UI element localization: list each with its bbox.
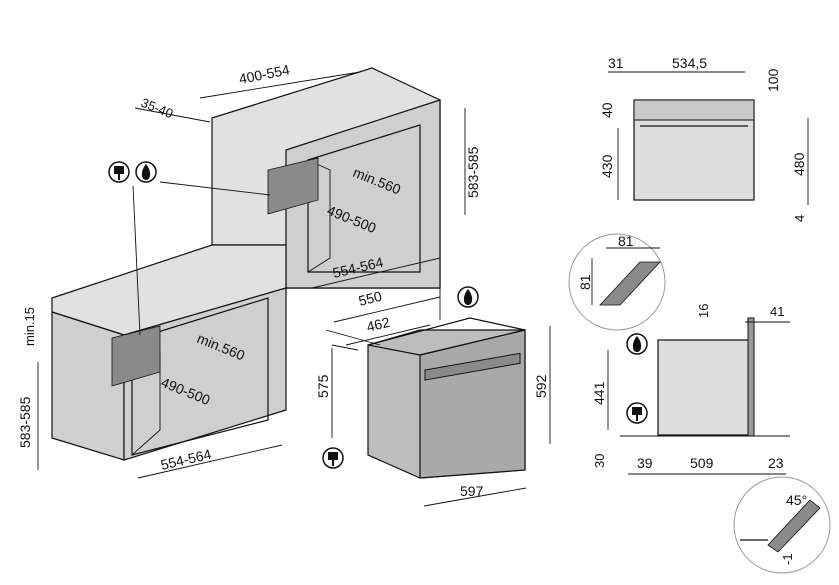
dim-side-441: 441 — [591, 381, 607, 405]
front-view: 31 534,5 100 40 430 480 4 — [599, 55, 809, 222]
dim-detail-side: 81 — [577, 274, 593, 290]
dim-front-width: 534,5 — [672, 55, 707, 71]
dim-oven-height: 592 — [533, 374, 549, 398]
dim-oven-inner-depth: 462 — [365, 314, 392, 335]
dim-top-side: 35-40 — [139, 95, 175, 121]
dim-minus-1: -1 — [780, 553, 795, 565]
flame-icon — [135, 161, 157, 183]
plug-icon-side — [626, 402, 648, 424]
dim-side-30: 30 — [592, 454, 607, 468]
dim-side-41: 41 — [770, 304, 784, 319]
dim-front-430: 430 — [599, 154, 615, 178]
dim-oven-depth: 550 — [357, 288, 384, 309]
dim-front-left: 31 — [608, 55, 624, 71]
dim-worktop-min: min.15 — [22, 307, 37, 346]
side-view: 16 41 441 30 39 509 23 — [591, 304, 790, 475]
dim-side-509: 509 — [690, 455, 714, 471]
dim-front-40: 40 — [599, 102, 615, 118]
flame-icon-side — [626, 333, 648, 355]
dim-side-39: 39 — [637, 455, 653, 471]
oven-drawing: 550 462 575 592 597 — [315, 286, 551, 507]
dim-side-23: 23 — [768, 455, 784, 471]
dim-detail-top: 81 — [618, 233, 634, 249]
dim-oven-width: 597 — [460, 483, 484, 499]
dim-top-depth: 400-554 — [238, 61, 292, 87]
dim-lower-niche-outer: 554-564 — [159, 446, 213, 473]
cabinet-drawing: 400-554 35-40 583-585 min.560 490-500 55… — [17, 61, 481, 479]
detail-circle-81: 81 81 — [568, 233, 666, 331]
dim-lower-height: 583-585 — [17, 396, 33, 448]
flame-icon-oven — [457, 286, 479, 308]
dim-front-top: 100 — [765, 68, 781, 92]
plug-icon-oven — [322, 447, 344, 469]
dim-side-16: 16 — [696, 304, 711, 318]
dim-oven-side-height: 575 — [315, 374, 331, 398]
detail-circle-45: 45° -1 — [733, 476, 831, 574]
dim-angle-45: 45° — [786, 492, 807, 508]
dim-front-4: 4 — [792, 215, 807, 222]
dim-front-480: 480 — [791, 152, 807, 176]
plug-icon — [108, 161, 130, 183]
dim-cabinet-height: 583-585 — [465, 146, 481, 198]
